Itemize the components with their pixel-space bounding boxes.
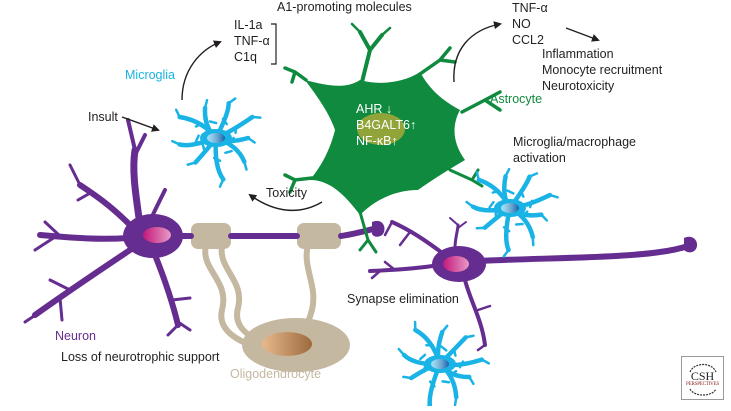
neuron-label: Neuron: [55, 329, 96, 343]
oligodendrocyte-label: Oligodendrocyte: [230, 367, 322, 381]
secreted-ccl2: CCL2: [512, 33, 544, 47]
toxicity-label: Toxicity: [266, 186, 307, 200]
effect-inflammation: Inflammation: [542, 47, 614, 61]
microglia-branch: [452, 334, 475, 357]
marker-nfkb: NF-κB↑: [356, 133, 416, 149]
microglia-label: Microglia: [125, 68, 176, 82]
down-arrow-icon: ↓: [385, 102, 393, 116]
up-arrow-icon: ↑: [409, 118, 417, 132]
microglia-right: [465, 167, 559, 258]
arrow-insult: [121, 116, 160, 132]
neuron-right-nucleus: [443, 256, 469, 272]
logo-perspectives: PERSPECTIVES: [686, 382, 719, 387]
microglia-branch: [221, 97, 237, 126]
microglia-bottom: [397, 320, 491, 411]
microglia-branch: [397, 347, 427, 361]
effect-neurotoxicity: Neurotoxicity: [542, 79, 615, 93]
neuron-right: [368, 217, 691, 352]
astrocyte-label: Astrocyte: [490, 92, 543, 106]
microglia-branch: [203, 98, 218, 125]
insult-label: Insult: [88, 110, 118, 124]
microglia-branch: [519, 172, 539, 198]
neuron-left-nucleus: [143, 227, 171, 243]
molecule-il1a: IL-1a: [234, 18, 263, 32]
microglia-upper-left: [171, 97, 262, 188]
arrow-toxicity: [248, 193, 323, 212]
marker-b4galt6: B4GALT6↑: [356, 117, 416, 133]
arrow-microglia-to-molecules: [181, 40, 222, 101]
bracket-a1-molecules: [271, 23, 277, 65]
marker-name: B4GALT6: [356, 118, 410, 132]
secreted-tnfa: TNF-α: [512, 1, 548, 15]
arrow-astrocyte-to-secreted: [453, 21, 502, 83]
marker-name: AHR: [356, 102, 383, 116]
marker-name: NF-κB: [356, 134, 392, 148]
microglia-branch: [528, 193, 559, 209]
astrocyte: [283, 22, 502, 254]
microglia-nucleus: [207, 133, 225, 143]
axon-terminal-left: [372, 220, 385, 237]
marker-ahr: AHR ↓: [356, 101, 416, 117]
microglia-branch: [171, 134, 200, 146]
axon-terminal-right: [684, 236, 698, 253]
microglia-branch: [224, 149, 248, 171]
oligodendrocyte-nucleus: [262, 332, 312, 356]
secreted-no: NO: [512, 17, 531, 31]
up-arrow-icon: ↑: [391, 134, 398, 148]
synapse-elimination-label: Synapse elimination: [347, 292, 459, 306]
astrocyte-nucleus: [357, 113, 405, 145]
molecule-c1q: C1q: [234, 50, 257, 64]
microglia-nucleus: [431, 359, 449, 369]
molecule-tnfa: TNF-α: [234, 34, 270, 48]
microglia-branch: [514, 222, 535, 247]
microglia-nucleus: [501, 203, 519, 213]
activation-line-1: Microglia/macrophage: [513, 135, 636, 149]
microglia-branch: [475, 170, 501, 194]
microglia-branch: [465, 200, 495, 209]
secreted-list: TNF-α NO CCL2: [512, 0, 548, 48]
effect-monocyte: Monocyte recruitment: [542, 63, 663, 77]
microglia-branch: [441, 380, 458, 407]
microglia-branch: [186, 144, 206, 166]
microglia-branch: [458, 358, 491, 369]
microglia-branch: [475, 211, 498, 230]
astrocyte-markers: AHR ↓ B4GALT6↑ NF-κB↑: [356, 101, 416, 149]
arrow-to-effects: [565, 27, 600, 42]
activation-line-2: activation: [513, 151, 566, 165]
effects-list: Inflammation Monocyte recruitment Neurot…: [542, 46, 662, 94]
microglia-branch: [212, 156, 225, 188]
csh-perspectives-logo: CSH PERSPECTIVES: [681, 356, 724, 400]
myelin-sheaths: [191, 223, 341, 249]
microglia-branch: [504, 167, 515, 195]
logo-csh: CSH: [690, 369, 715, 383]
microglia-branch: [174, 108, 204, 128]
microglia-branch: [439, 324, 449, 352]
microglia-branch: [413, 320, 435, 347]
a1-molecules-heading: A1-promoting molecules: [277, 0, 412, 14]
microglia-activation-label: Microglia/macrophage activation: [513, 134, 636, 166]
microglia-branch: [234, 115, 262, 135]
microglia-branch: [502, 226, 511, 258]
loss-support-label: Loss of neurotrophic support: [61, 350, 220, 364]
dna-helix-icon: [689, 363, 717, 396]
a1-molecules-list: IL-1a TNF-α C1q: [234, 17, 270, 65]
